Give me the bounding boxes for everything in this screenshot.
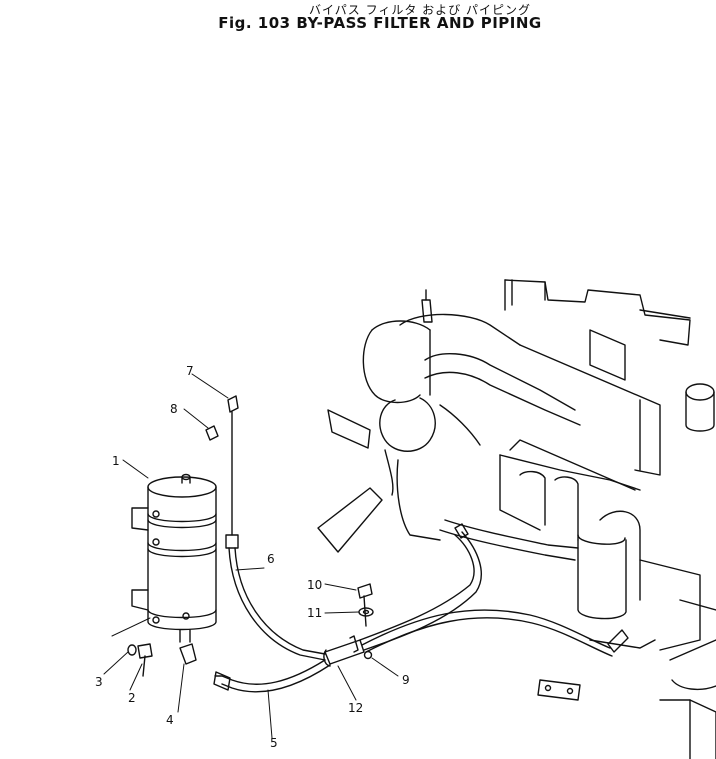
callout-9: 9 [402, 673, 410, 687]
callout-5: 5 [270, 736, 278, 750]
callout-1: 1 [112, 454, 120, 468]
callout-3: 3 [95, 675, 103, 689]
callout-4: 4 [166, 713, 174, 727]
callout-10: 10 [307, 578, 322, 592]
leader-lines [103, 373, 399, 739]
callout-2: 2 [128, 691, 136, 705]
callout-8: 8 [170, 402, 178, 416]
loose-parts [127, 425, 374, 677]
figure-title: Fig. 103 BY-PASS FILTER AND PIPING [218, 14, 542, 32]
engine-block [317, 279, 716, 759]
callout-7: 7 [186, 364, 194, 378]
callout-labels: 1 2 3 4 5 6 7 8 9 10 11 12 [95, 364, 410, 750]
callout-12: 12 [348, 701, 363, 715]
bypass-filter [131, 473, 217, 643]
callout-11: 11 [307, 606, 322, 620]
figure-title-japanese: バイパス フィルタ および パイピング [309, 3, 531, 17]
callout-6: 6 [267, 552, 275, 566]
piping [179, 395, 629, 693]
